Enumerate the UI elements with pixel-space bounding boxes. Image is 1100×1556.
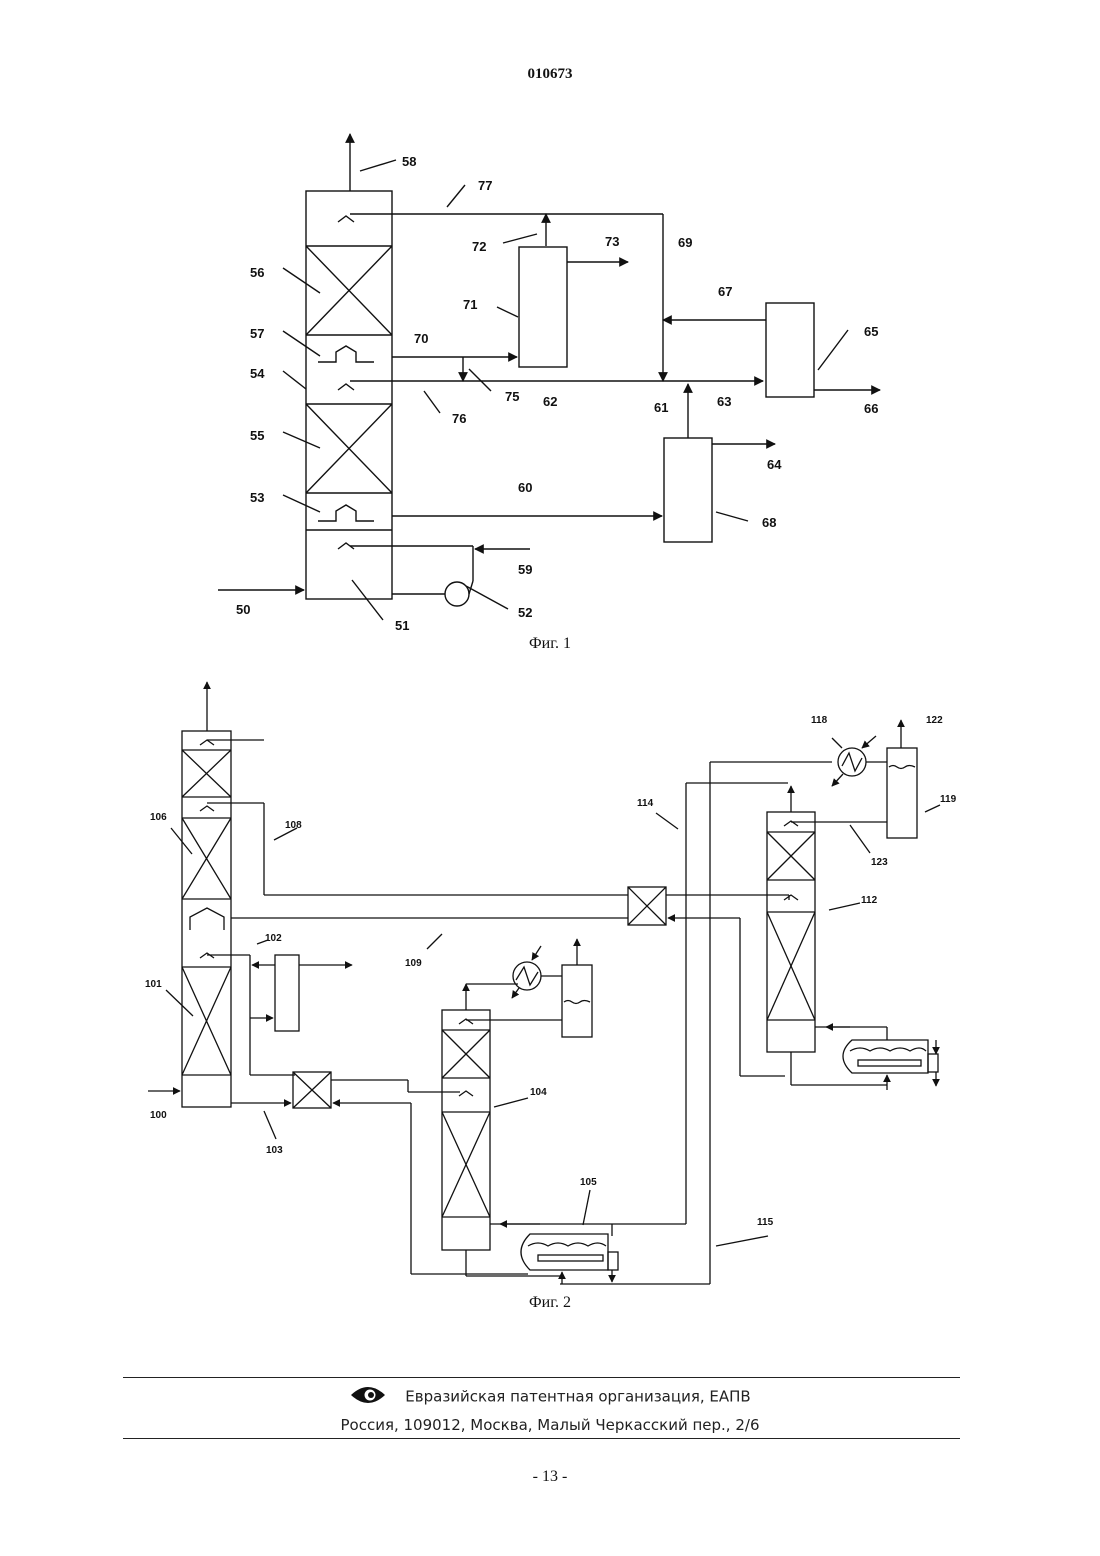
label-106: 106 — [150, 812, 167, 823]
footer-org-line: Евразийская патентная организация, ЕАПВ — [0, 1385, 1100, 1409]
label-112: 112 — [861, 895, 878, 906]
label-103: 103 — [266, 1145, 283, 1156]
footer-rule-top — [123, 1377, 960, 1378]
page-number: - 13 - — [0, 1468, 1100, 1486]
label-105: 105 — [580, 1177, 597, 1188]
label-104: 104 — [530, 1087, 547, 1098]
reboiler-right — [843, 1040, 928, 1073]
label-101: 101 — [145, 979, 162, 990]
footer-address: Россия, 109012, Москва, Малый Черкасский… — [0, 1416, 1100, 1434]
column-112 — [767, 812, 815, 1052]
label-119: 119 — [940, 794, 957, 805]
label-114: 114 — [637, 798, 654, 809]
column-104 — [442, 1010, 490, 1250]
footer-rule-bottom — [123, 1438, 960, 1439]
label-118: 118 — [811, 715, 828, 726]
org-name: Евразийская патентная организация, ЕАПВ — [405, 1388, 750, 1406]
label-102: 102 — [265, 933, 282, 944]
figure-2-caption: Фиг. 2 — [450, 1294, 650, 1312]
eye-logo-icon — [349, 1385, 387, 1409]
label-123: 123 — [871, 857, 888, 868]
label-115: 115 — [757, 1217, 774, 1228]
label-122: 122 — [926, 715, 943, 726]
reboiler-105 — [521, 1234, 608, 1270]
figure-2-diagram: 118 122 119 114 106 108 123 112 102 109 … — [0, 0, 1100, 1300]
vessel-102 — [275, 955, 299, 1031]
drum-119 — [887, 748, 917, 838]
label-100: 100 — [150, 1110, 167, 1121]
label-109: 109 — [405, 958, 422, 969]
label-108: 108 — [285, 820, 302, 831]
